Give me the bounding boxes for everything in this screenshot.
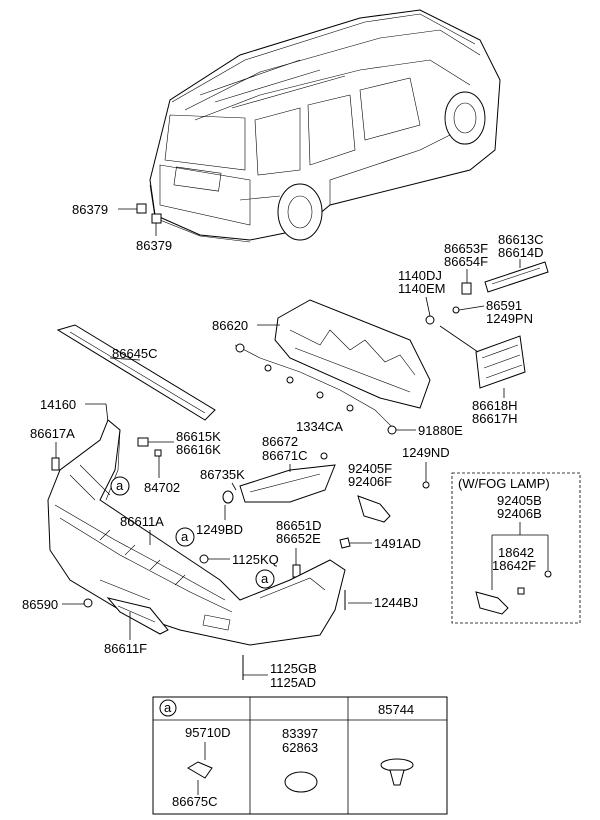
wiring-harness-91880e	[234, 344, 396, 431]
ref-marker-a-center	[175, 527, 195, 547]
label-1125gb: 1125GB	[270, 661, 317, 676]
legend-86675c: 86675C	[172, 794, 218, 809]
reflector-86671c	[239, 464, 336, 503]
skid-plate-86611f	[106, 597, 169, 635]
label-86654f: 86654F	[444, 254, 488, 269]
label-1125kq: 1125KQ	[232, 552, 279, 567]
svg-text:a: a	[181, 529, 189, 544]
label-86651d: 86651D	[276, 518, 322, 533]
label-18642f: 18642F	[492, 558, 536, 573]
nut-86590	[83, 598, 93, 608]
legend-table	[152, 696, 448, 815]
label-86645c: 86645C	[112, 346, 158, 361]
label-86615k: 86615K	[176, 429, 221, 444]
energy-absorber-86620	[274, 299, 431, 409]
bracket-86613c	[484, 261, 549, 293]
label-92405b: 92405B	[497, 493, 542, 508]
label-86379-lower: 86379	[136, 238, 172, 253]
clip-86379-upper	[136, 203, 147, 214]
legend-sensor-95710d	[187, 761, 213, 779]
label-92405f: 92405F	[348, 461, 392, 476]
label-1249nd: 1249ND	[402, 445, 450, 460]
label-86611a: 86611A	[120, 514, 164, 529]
label-86672: 86672	[262, 434, 298, 449]
label-86671c: 86671C	[262, 448, 308, 463]
label-86590: 86590	[22, 597, 58, 612]
fog-lamp-variant-box	[451, 472, 581, 624]
clip-86615k	[137, 437, 149, 447]
legend-marker-a-text: a	[164, 700, 172, 715]
clip-86653f	[461, 282, 472, 295]
label-86616k: 86616K	[176, 442, 221, 457]
legend-clip-85744	[380, 758, 414, 772]
bolt-1140dj	[425, 315, 435, 325]
svg-text:a: a	[116, 478, 124, 493]
clip-1491ad	[339, 537, 351, 549]
label-1249bd: 1249BD	[196, 522, 243, 537]
svg-text:a: a	[261, 571, 269, 586]
legend-95710d: 95710D	[185, 725, 231, 740]
label-14160: 14160	[40, 397, 76, 412]
label-1491ad: 1491AD	[374, 536, 421, 551]
label-86613c: 86613C	[498, 232, 544, 247]
label-86614d: 86614D	[498, 245, 544, 260]
legend-plug-83397	[284, 771, 318, 793]
label-92406b: 92406B	[497, 506, 542, 521]
label-86620: 86620	[212, 318, 248, 333]
label-1140dj: 1140DJ	[398, 268, 442, 283]
label-1244bj: 1244BJ	[374, 595, 418, 610]
label-86379-upper: 86379	[72, 202, 108, 217]
label-86617a: 86617A	[30, 426, 75, 441]
bracket-86617a	[51, 457, 60, 471]
vehicle-illustration	[149, 9, 501, 243]
label-84702: 84702	[144, 480, 180, 495]
legend-marker-a	[159, 699, 177, 717]
ref-marker-a-left	[110, 476, 130, 496]
label-1125ad: 1125AD	[270, 675, 316, 690]
label-86591: 86591	[486, 298, 522, 313]
label-92406f: 92406F	[348, 474, 392, 489]
clip-86379-lower	[151, 213, 162, 224]
label-1334ca: 1334CA	[296, 419, 343, 434]
clip-1334ca	[320, 452, 328, 460]
label-1249pn: 1249PN	[486, 311, 533, 326]
step-pad-86645c	[56, 324, 216, 421]
legend-83397: 83397	[282, 726, 318, 741]
label-18642: 18642	[498, 545, 534, 560]
grommet-86735k	[222, 490, 234, 504]
label-1140em: 1140EM	[398, 281, 445, 296]
label-86735k: 86735K	[200, 467, 245, 482]
reflex-reflector-92405f	[357, 495, 391, 523]
label-86652e: 86652E	[276, 531, 321, 546]
label-86617h: 86617H	[472, 411, 518, 426]
label-86618h: 86618H	[472, 398, 518, 413]
legend-62863: 62863	[282, 740, 318, 755]
screw-86591	[452, 306, 460, 314]
ref-marker-a-right	[255, 569, 275, 589]
fog-lamp-92405b	[475, 591, 509, 615]
legend-85744: 85744	[378, 702, 414, 717]
label-91880e: 91880E	[418, 423, 463, 438]
fog-lamp-title: (W/FOG LAMP)	[458, 476, 550, 491]
label-86611f: 86611F	[104, 641, 147, 656]
label-86653f: 86653F	[444, 241, 488, 256]
bolt-1125kq	[199, 554, 209, 564]
